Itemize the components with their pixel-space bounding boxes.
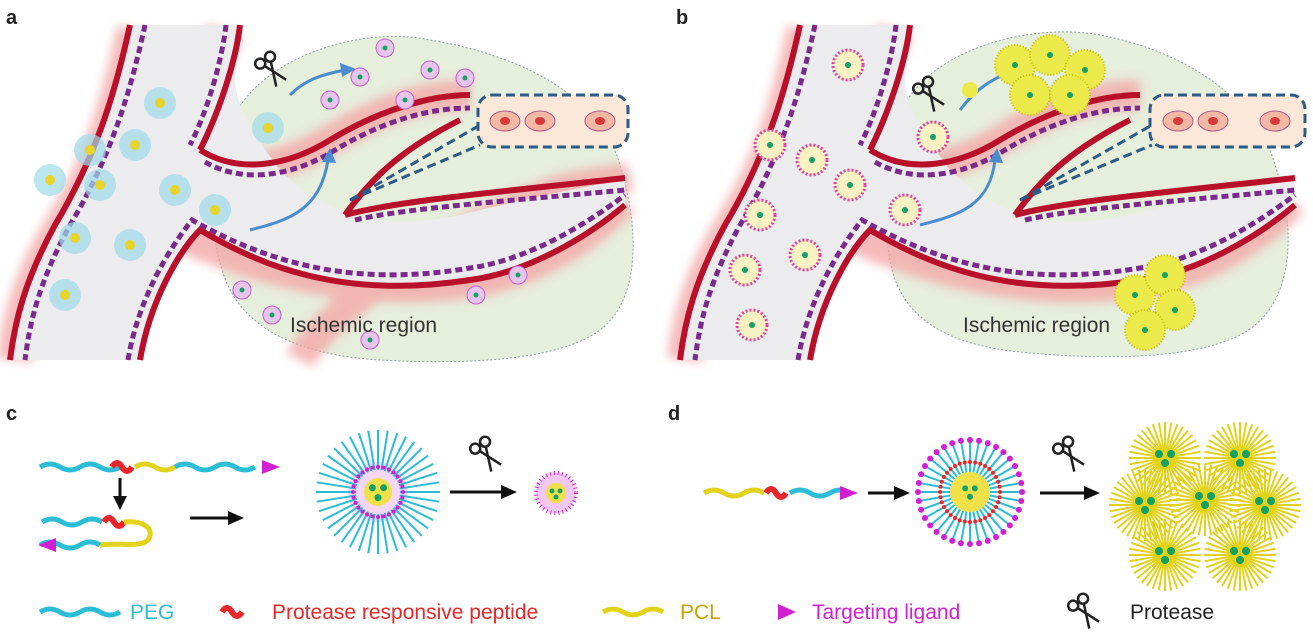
scissors-icon [1066,592,1100,629]
flow-arrow-a1 [249,159,330,232]
legend: PEG Protease responsive peptide PCL Targ… [38,592,1214,629]
region-label-b: Ischemic region [963,314,1110,337]
panel-letter-b: b [676,7,688,29]
small-micelle-after-cleavage [534,471,578,515]
scissors-icon [468,435,502,472]
micelles-in-vessel-b [728,48,950,342]
scissors-icon [253,50,287,87]
panel-a: a [0,7,635,368]
legend-label-pcl: PCL [680,601,721,624]
legend-label-protease: Protease [1130,601,1214,624]
peptide-icon [219,605,245,619]
legend-label-peptide: Protease responsive peptide [272,601,538,624]
pcl-micelle-with-ligands [915,437,1025,547]
scissors-icon [911,75,945,112]
peg-micelle-large [316,430,440,554]
ligand-triangle-icon [778,604,796,620]
panel-letter-a: a [6,7,18,29]
diblock-copolymer-chain [702,486,858,500]
flow-arrow-a2 [288,68,346,97]
panel-d: d [668,403,1301,591]
small-micelles-in-region-a [232,38,528,350]
endothelial-cell-inset-a [349,93,630,202]
legend-label-ligand: Targeting ligand [812,601,960,624]
pcl-chain-icon [601,606,665,618]
folded-copolymer-chain [38,515,153,552]
peg-chain-icon [38,606,122,618]
aggregates-b [962,34,1196,351]
legend-label-peg: PEG [130,601,174,624]
flow-arrow-b1 [919,159,997,227]
legend-item-pcl: PCL [601,601,721,624]
legend-item-peg: PEG [38,601,174,624]
panel-letter-d: d [668,403,680,425]
legend-item-protease: Protease [1066,592,1214,629]
panel-b: b [667,7,1307,363]
scissors-icon [1051,435,1085,472]
panel-letter-c: c [6,403,17,425]
micelle-aggregate [1109,422,1301,591]
legend-item-peptide: Protease responsive peptide [219,601,538,624]
micelles-in-vessel-a [34,87,284,311]
linear-copolymer-chain [38,460,280,474]
panel-c: c [6,403,578,554]
region-label-a: Ischemic region [290,314,437,337]
endothelial-cell-inset-b [1019,93,1307,202]
legend-item-ligand: Targeting ligand [778,601,960,624]
